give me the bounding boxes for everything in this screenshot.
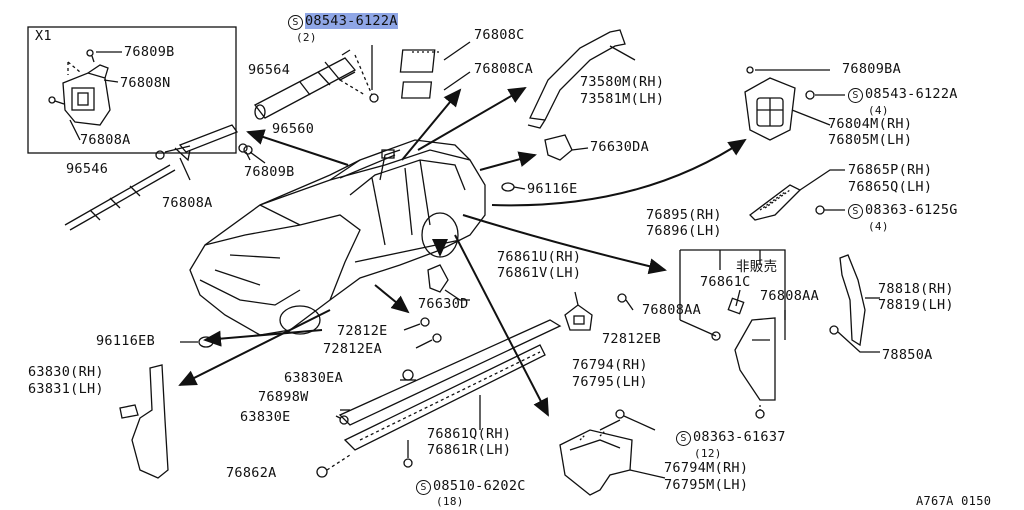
- part-label-76795M: 76795M(LH): [664, 477, 749, 493]
- part-label-76808A: 76808A: [162, 195, 213, 211]
- part-label-76865P: 76865P(RH): [848, 162, 933, 178]
- mudflap-rear-drawing: [734, 317, 776, 401]
- screw-symbol-icon: S: [416, 480, 431, 495]
- part-label-76861Q: 76861Q(RH): [427, 426, 512, 442]
- detail-box-x1-frame: [27, 26, 237, 154]
- part-label-96116EB: 96116EB: [96, 333, 155, 349]
- side-sill-molding-drawing: [338, 319, 562, 451]
- part-qty-08363-6125G: (4): [868, 220, 889, 233]
- part-label-63830E: 63830E: [240, 409, 291, 425]
- grommet-76630D-drawing: [427, 264, 449, 293]
- part-label-63830: 63830(RH): [28, 364, 104, 380]
- part-label-96116E: 96116E: [527, 181, 578, 197]
- clip-76861U-drawing: [564, 304, 593, 331]
- highlighted-part-number[interactable]: 08543-6122A: [305, 13, 398, 29]
- part-label-76794: 76794(RH): [572, 357, 648, 373]
- part-label-76809BA: 76809BA: [842, 61, 901, 77]
- part-label-72812E: 72812E: [337, 323, 388, 339]
- part-label-76861R: 76861R(LH): [427, 442, 512, 458]
- part-label-63830EA: 63830EA: [284, 370, 343, 386]
- part-label-76898W: 76898W: [258, 389, 309, 405]
- part-label-76808A-box: 76808A: [80, 132, 131, 148]
- screw-symbol-icon: S: [848, 204, 863, 219]
- rod-96560-drawing: [174, 124, 239, 162]
- part-qty-08510-6202C: (18): [436, 495, 464, 508]
- part-label-96560: 96560: [272, 121, 315, 137]
- part-label-73581M: 73581M(LH): [580, 91, 665, 107]
- part-label-76809B-box: 76809B: [124, 44, 175, 60]
- part-label-78818: 78818(RH): [878, 281, 954, 297]
- part-label-63831: 63831(LH): [28, 381, 104, 397]
- part-label-not-sold: 非販売: [736, 259, 778, 275]
- part-label-96564: 96564: [248, 62, 291, 78]
- bracket-76794-drawing: [559, 429, 633, 496]
- part-label-76809B: 76809B: [244, 164, 295, 180]
- cushion-pads-drawing: [399, 49, 440, 99]
- sensor-bracket-drawing: [48, 49, 111, 126]
- detail-box-title: X1: [35, 28, 52, 44]
- part-label-78819: 78819(LH): [878, 297, 954, 313]
- part-label-76808C: 76808C: [474, 27, 525, 43]
- grommet-76630DA-drawing: [544, 134, 573, 161]
- lamp-housing-drawing: [744, 77, 796, 141]
- part-label-76808CA: 76808CA: [474, 61, 533, 77]
- mudflap-front-drawing: [119, 364, 169, 479]
- part-label-76630D: 76630D: [418, 296, 469, 312]
- part-label-76861C: 76861C: [700, 274, 751, 290]
- part-label-76630DA: 76630DA: [590, 139, 649, 155]
- part-qty-08363-61637: (12): [694, 447, 722, 460]
- part-label-78850A: 78850A: [882, 347, 933, 363]
- protector-78818-drawing: [839, 254, 866, 347]
- part-label-76795: 76795(LH): [572, 374, 648, 390]
- part-label-96546: 96546: [66, 161, 109, 177]
- part-label-72812EB: 72812EB: [602, 331, 661, 347]
- screw-symbol-icon: S: [288, 15, 303, 30]
- part-label-76862A: 76862A: [226, 465, 277, 481]
- part-label-76805M: 76805M(LH): [828, 132, 913, 148]
- diagram-code: A767A 0150: [916, 494, 992, 508]
- screw-symbol-icon: S: [848, 88, 863, 103]
- roof-rail-drawing: [527, 29, 626, 129]
- part-label-76865Q: 76865Q(LH): [848, 179, 933, 195]
- part-label-76808N: 76808N: [120, 75, 171, 91]
- antenna-mast-drawing: [64, 145, 191, 231]
- part-label-76804M: 76804M(RH): [828, 116, 913, 132]
- part-label-73580M: 73580M(RH): [580, 74, 665, 90]
- antenna-assembly-drawing: [254, 49, 357, 120]
- part-label-76794M: 76794M(RH): [664, 460, 749, 476]
- part-label-76861V: 76861V(LH): [497, 265, 582, 281]
- part-qty-08543-6122A-right: (4): [868, 104, 889, 117]
- part-label-76861U: 76861U(RH): [497, 249, 582, 265]
- part-label-72812EA: 72812EA: [323, 341, 382, 357]
- part-label-76895: 76895(RH): [646, 207, 722, 223]
- part-qty-08543-6122A-top: (2): [296, 31, 317, 44]
- screw-symbol-icon: S: [676, 431, 691, 446]
- part-label-76808AA-left: 76808AA: [642, 302, 701, 318]
- bracket-76865-drawing: [749, 184, 802, 221]
- part-label-76896: 76896(LH): [646, 223, 722, 239]
- part-label-76808AA-right: 76808AA: [760, 288, 819, 304]
- roof-antenna-drawing: [339, 149, 396, 179]
- assembly-arrows: [178, 86, 747, 417]
